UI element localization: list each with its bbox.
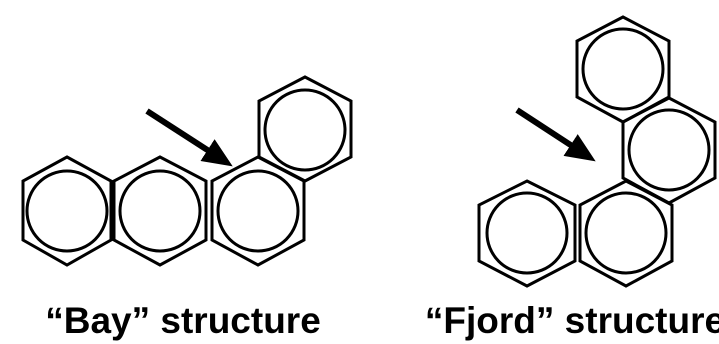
bay-ring-4 <box>257 75 353 183</box>
fjord-ring-3 <box>578 179 674 288</box>
bay-caption: “Bay” structure <box>45 300 321 341</box>
fjord-caption: “Fjord” structure <box>425 300 719 341</box>
fjord-structure <box>477 15 717 288</box>
fjord-ring-4 <box>477 179 577 288</box>
bay-ring-1 <box>21 155 113 267</box>
fjord-arrow <box>515 107 596 162</box>
bay-structure <box>21 75 353 267</box>
bay-arrow <box>145 108 233 167</box>
bay-ring-2 <box>112 155 208 267</box>
